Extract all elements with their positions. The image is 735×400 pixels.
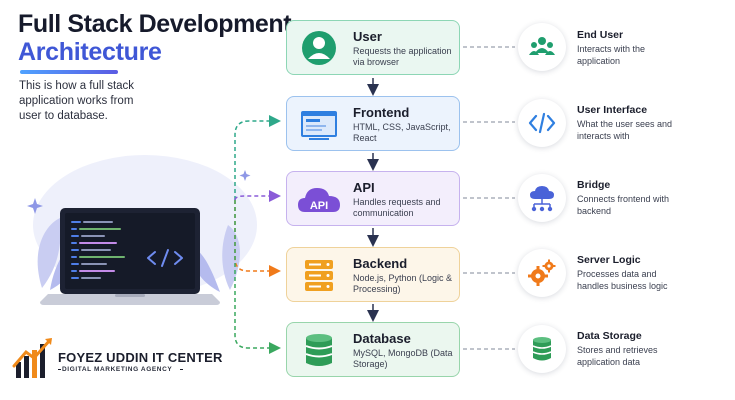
database-icon [305,334,333,366]
stack-name: Frontend [353,105,410,120]
role-desc: Stores and retrieves application data [577,345,658,367]
users-group-icon [529,37,555,55]
title-underline [20,70,118,74]
code-brackets-icon [528,112,556,134]
role-circle-data-storage [518,325,566,373]
brand-name: FOYEZ UDDIN IT CENTER [58,350,223,365]
role-desc: Interacts with the application [577,44,646,66]
stack-desc: HTML, CSS, JavaScript, React [353,122,451,143]
laptop-illustration [27,155,257,305]
role-circle-server-logic [518,249,566,297]
stack-box-database: Database MySQL, MongoDB (Data Storage) [286,322,460,377]
role-desc: Connects frontend with backend [577,194,670,216]
page-title: Full Stack Development [18,10,292,38]
tagline-rule [58,369,61,370]
stack-desc: Node.js, Python (Logic & Processing) [353,273,453,294]
role-title: Data Storage [577,330,642,342]
gears-icon [528,259,556,286]
stack-name: API [353,180,375,195]
role-title: End User [577,29,624,41]
stack-name: Database [353,331,411,346]
stack-box-frontend: Frontend HTML, CSS, JavaScript, React [286,96,460,151]
role-desc: Processes data and handles business logi… [577,269,668,291]
stack-name: User [353,29,382,44]
page-title-accent: Architecture [18,38,162,66]
right-connectors [463,46,515,350]
server-icon [305,260,333,291]
code-lines [71,221,125,279]
stack-box-user: User Requests the application via browse… [286,20,460,75]
browser-window-icon [301,111,337,140]
user-icon [302,31,336,65]
brand-tagline: DIGITAL MARKETING AGENCY [62,366,173,373]
api-cloud-icon: API [298,188,340,212]
tagline-rule [180,369,183,370]
sparkle-icon [239,170,251,181]
cloud-network-icon [530,186,554,212]
role-circle-end-user [518,23,566,71]
stack-name: Backend [353,256,408,271]
stack-desc: Handles requests and communication [353,197,441,218]
role-circle-user-interface [518,99,566,147]
code-brackets-icon [147,249,183,267]
left-connectors [234,115,281,354]
stack-box-backend: Backend Node.js, Python (Logic & Process… [286,247,460,302]
stack-desc: Requests the application via browser [353,46,452,67]
database-icon [532,337,552,361]
sparkle-icon [27,198,43,214]
api-icon-label: API [310,200,328,212]
role-title: User Interface [577,104,648,116]
role-title: Bridge [577,179,611,191]
role-desc: What the user sees and interacts with [577,119,673,141]
page-subtitle: This is how a full stack application wor… [19,80,135,122]
role-circle-bridge [518,174,566,222]
role-title: Server Logic [577,254,641,266]
stack-desc: MySQL, MongoDB (Data Storage) [353,348,453,369]
stack-box-api: API API Handles requests and communicati… [286,171,460,226]
brand-logo-icon [12,338,52,378]
